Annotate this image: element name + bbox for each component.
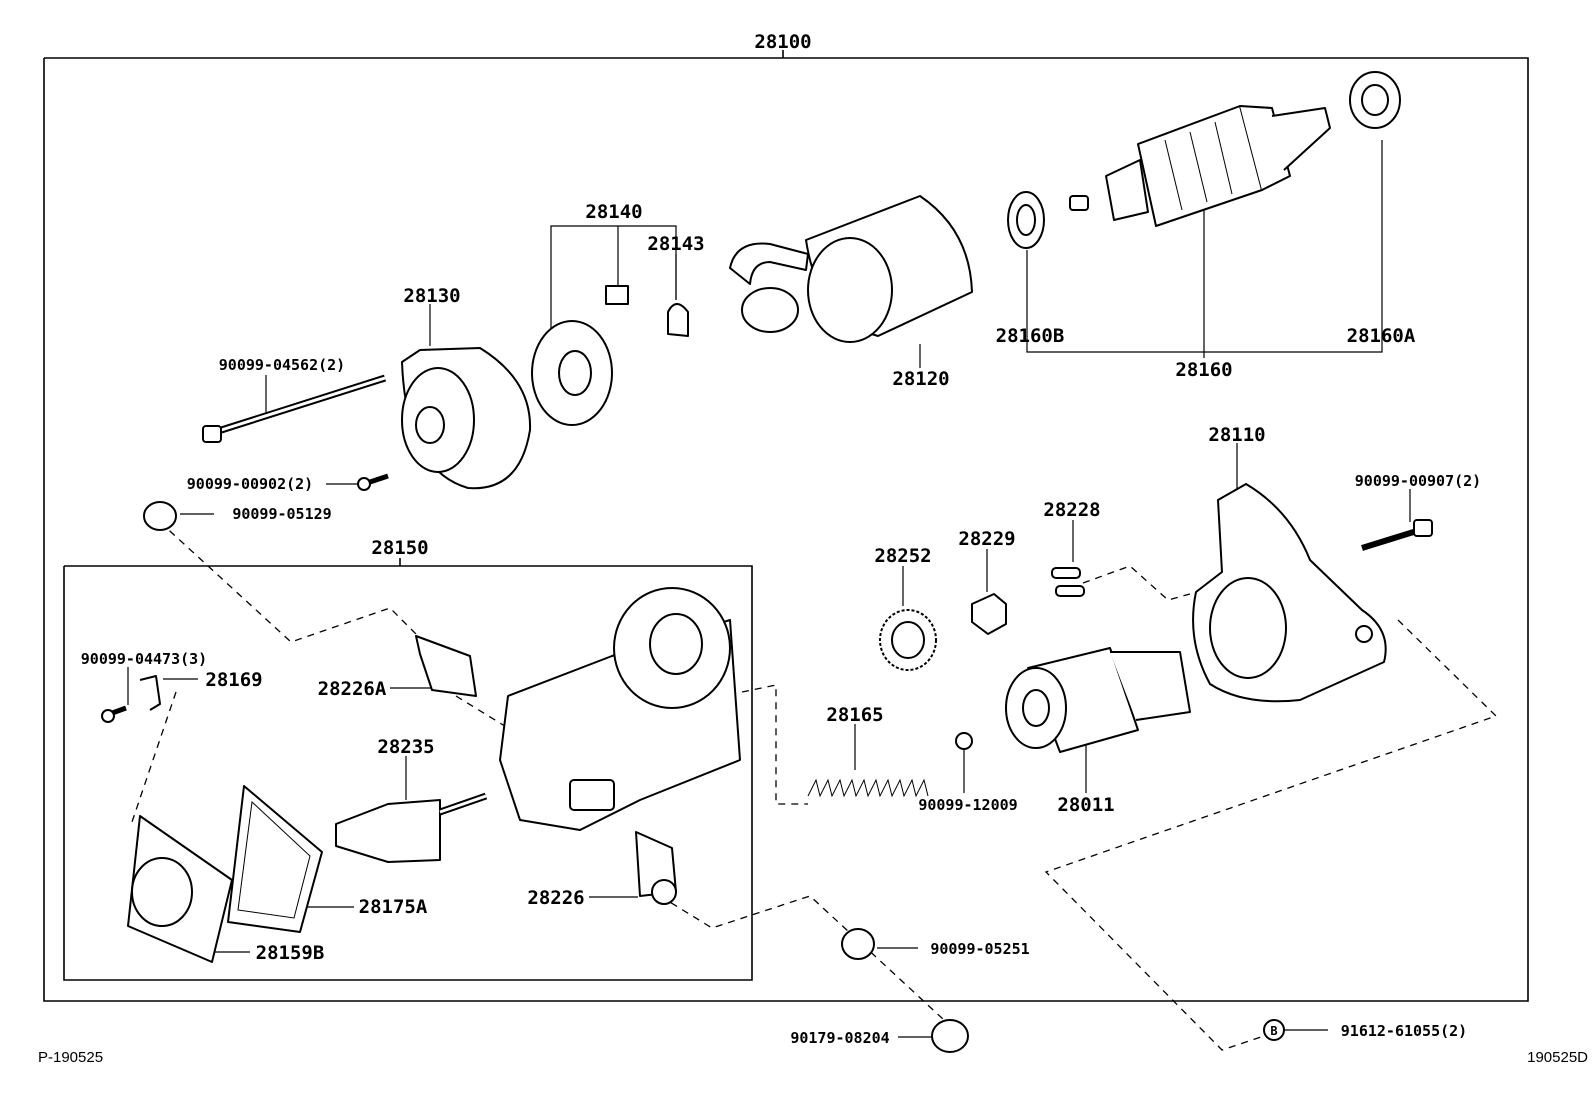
clamp-part xyxy=(101,675,161,723)
through-bolt-part xyxy=(202,374,387,443)
label-28110: 28110 xyxy=(1208,424,1265,446)
drive-housing-part xyxy=(1192,483,1387,703)
switch-cover-part xyxy=(127,815,233,963)
label-28100: 28100 xyxy=(754,31,811,53)
label-90099-00907: 90099-00907(2) xyxy=(1355,472,1481,490)
clutch-part xyxy=(1005,647,1191,753)
label-28229: 28229 xyxy=(958,528,1015,550)
label-28160A: 28160A xyxy=(1347,325,1416,347)
label-28160: 28160 xyxy=(1175,359,1232,381)
roller-part xyxy=(1051,567,1085,597)
assembly-dashed-lines xyxy=(131,521,1498,1051)
bolt-part xyxy=(1361,519,1433,551)
yoke-part xyxy=(729,195,973,343)
label-28226A: 28226A xyxy=(318,678,387,700)
screw-part xyxy=(357,473,389,491)
grommet-part xyxy=(143,501,177,531)
label-91612-61055: 91612-61055(2) xyxy=(1341,1022,1467,1040)
steel-ball-part xyxy=(955,732,973,750)
plunger-part xyxy=(335,792,488,863)
label-28165: 28165 xyxy=(826,704,883,726)
label-90179-08204: 90179-08204 xyxy=(790,1029,889,1047)
label-90099-04562: 90099-04562(2) xyxy=(219,356,345,374)
label-28150: 28150 xyxy=(371,537,428,559)
marker-b-label: B xyxy=(1270,1024,1277,1038)
gasket-part xyxy=(227,785,323,933)
label-28159B: 28159B xyxy=(256,942,325,964)
bolt-marker-b: B xyxy=(1263,1019,1285,1041)
part-labels: 28100 28150 28130 28140 28143 28120 2816… xyxy=(81,31,1481,1047)
label-90099-05129: 90099-05129 xyxy=(232,505,331,523)
commutator-end-frame-part xyxy=(401,347,532,490)
assembly-frame xyxy=(43,50,1529,1002)
bearing-part xyxy=(1007,71,1401,249)
label-28011: 28011 xyxy=(1057,794,1114,816)
leader-lines xyxy=(127,140,1411,1038)
footer-right-code: 190525D xyxy=(1527,1049,1588,1066)
armature-part xyxy=(1069,105,1331,227)
label-28160B: 28160B xyxy=(996,325,1065,347)
sub-assembly-frame xyxy=(63,558,753,981)
terminal-bolt-part xyxy=(415,635,677,905)
retainer-part xyxy=(971,593,1007,635)
nut-part-2 xyxy=(931,1019,969,1053)
label-90099-00902: 90099-00902(2) xyxy=(187,475,313,493)
nut-part xyxy=(841,928,875,960)
label-90099-05251: 90099-05251 xyxy=(930,940,1029,958)
label-28226: 28226 xyxy=(527,887,584,909)
brush-holder-part xyxy=(531,285,689,426)
label-28143: 28143 xyxy=(647,233,704,255)
label-28228: 28228 xyxy=(1043,499,1100,521)
footer-left-code: P-190525 xyxy=(38,1049,103,1066)
label-90099-04473: 90099-04473(3) xyxy=(81,650,207,668)
label-28235: 28235 xyxy=(377,736,434,758)
magnetic-switch-housing-part xyxy=(499,587,741,831)
label-28120: 28120 xyxy=(892,368,949,390)
compression-spring-part xyxy=(807,778,929,798)
label-28175A: 28175A xyxy=(359,896,428,918)
label-28169: 28169 xyxy=(205,669,262,691)
label-28140: 28140 xyxy=(585,201,642,223)
label-90099-12009: 90099-12009 xyxy=(918,796,1017,814)
idler-gear-part xyxy=(879,609,937,671)
label-28130: 28130 xyxy=(403,285,460,307)
label-28252: 28252 xyxy=(874,545,931,567)
